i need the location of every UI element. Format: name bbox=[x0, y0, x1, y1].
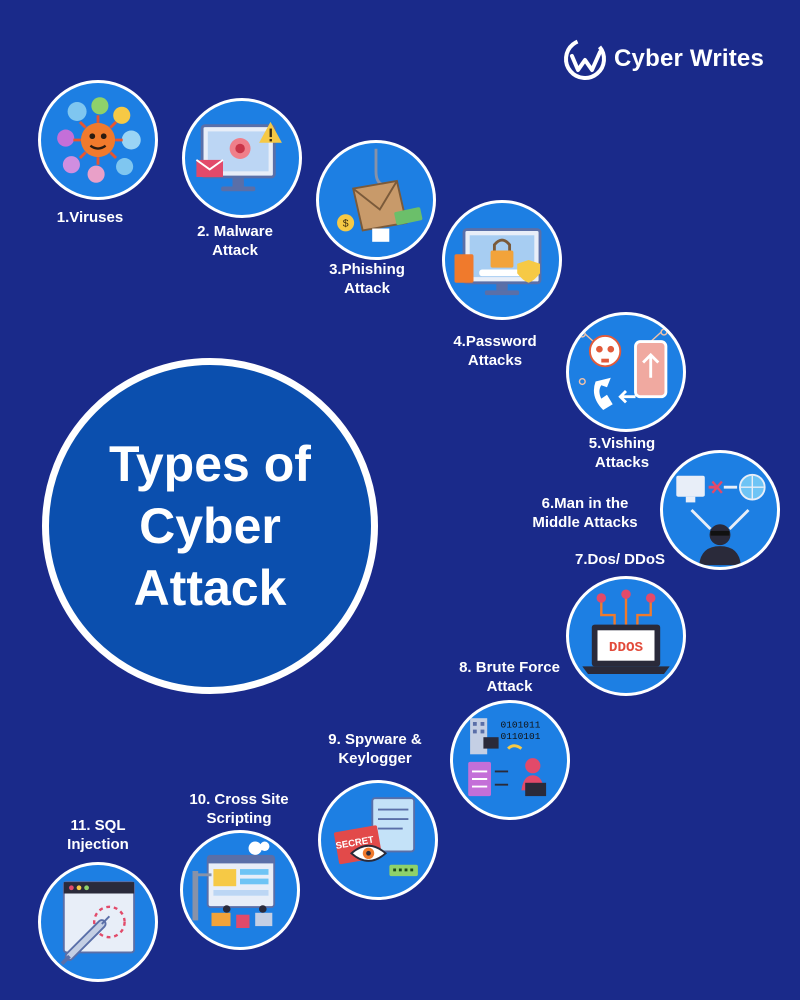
hero-title: Types of Cyber Attack bbox=[109, 436, 311, 616]
viruses-label: 1.Viruses bbox=[56, 209, 124, 226]
brand: Cyber Writes bbox=[562, 36, 764, 82]
man-in-the-middle-icon bbox=[676, 473, 766, 566]
svg-text:0101011: 0101011 bbox=[501, 720, 541, 731]
cw-logo-icon bbox=[564, 38, 606, 80]
sql-injection-badge bbox=[38, 862, 158, 982]
phishing-hook-icon: $ bbox=[337, 148, 423, 242]
xss-webpage-icon bbox=[192, 841, 276, 928]
malware-icon bbox=[195, 121, 282, 192]
hero-circle: Types of Cyber Attack bbox=[42, 358, 378, 694]
ddos-label: 7.Dos/ DDoS bbox=[575, 551, 666, 568]
spyware-badge: SECRET bbox=[318, 780, 438, 900]
svg-text:DDOS: DDOS bbox=[609, 640, 644, 656]
spyware-eye-icon: SECRET bbox=[334, 797, 418, 877]
viruses-badge bbox=[38, 80, 158, 200]
mitm-badge bbox=[660, 450, 780, 570]
brute-force-icon: 0101011 0110101 bbox=[468, 718, 547, 797]
vishing-phone-icon bbox=[578, 328, 668, 410]
password-badge bbox=[442, 200, 562, 320]
spyware-label: 9. Spyware &Keylogger bbox=[328, 731, 422, 767]
password-lock-icon bbox=[454, 228, 542, 296]
malware-badge bbox=[182, 98, 302, 218]
sql-injection-icon bbox=[60, 881, 136, 966]
vishing-badge bbox=[566, 312, 686, 432]
brand-name: Cyber Writes bbox=[614, 45, 765, 72]
xss-badge bbox=[180, 830, 300, 950]
phishing-badge: $ bbox=[316, 140, 436, 260]
brute-force-badge: 0101011 0110101 bbox=[450, 700, 570, 820]
virus-icon bbox=[57, 97, 141, 183]
svg-text:$: $ bbox=[343, 219, 349, 230]
svg-text:0110101: 0110101 bbox=[501, 731, 541, 742]
ddos-laptop-icon: DDOS bbox=[582, 589, 670, 674]
ddos-badge: DDOS bbox=[566, 576, 686, 696]
